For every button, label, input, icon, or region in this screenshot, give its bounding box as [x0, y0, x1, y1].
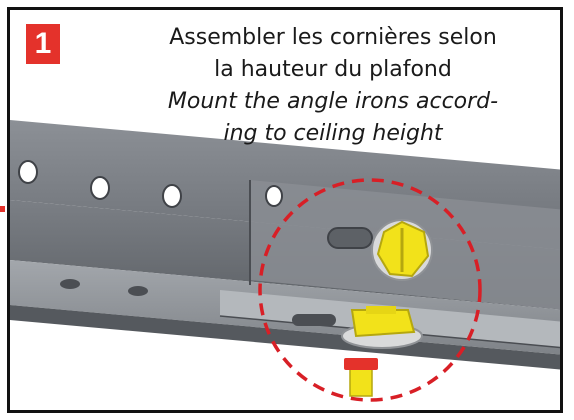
plate-slot [327, 227, 373, 249]
instruction-panel: 1 Assembler les cornières selon la haute… [7, 7, 563, 413]
flange-hole [128, 286, 148, 296]
caption-english-line-2: ing to ceiling height [223, 121, 443, 146]
rail-hole [90, 176, 110, 200]
detail-circle [258, 178, 482, 402]
step-number-badge: 1 [26, 24, 60, 64]
flange-slot [292, 314, 336, 326]
bolt-nut [344, 358, 378, 370]
step-caption: Assembler les cornières selon la hauteur… [105, 22, 560, 150]
flange-hole [60, 279, 80, 289]
rail-hole [265, 185, 283, 207]
rail-hole [162, 184, 182, 208]
caption-english-line-1: Mount the angle irons accord- [167, 89, 499, 114]
lower-rail-edge [10, 305, 560, 370]
angle-iron-illustration [10, 120, 560, 402]
caption-french-line-1: Assembler les cornières selon [169, 25, 497, 50]
page-edge-marker [0, 206, 5, 212]
rail-hole [18, 160, 38, 184]
caption-french-line-2: la hauteur du plafond [214, 57, 452, 82]
